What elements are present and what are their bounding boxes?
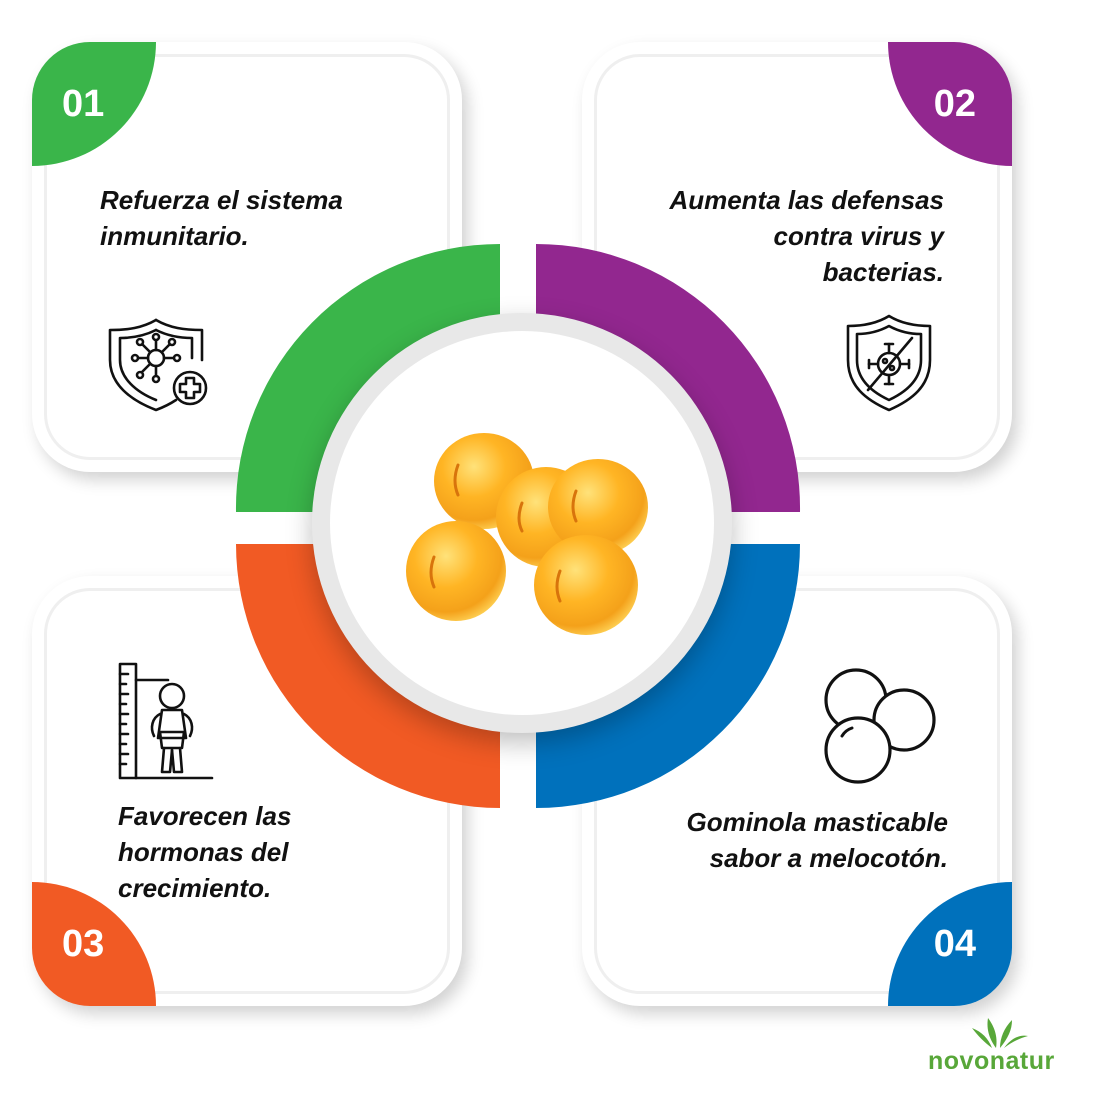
number-04: 04 bbox=[933, 922, 976, 965]
number-02: 02 bbox=[933, 82, 976, 125]
ring-segment-orange bbox=[236, 544, 500, 808]
brand-name: novonatur bbox=[928, 1047, 1055, 1075]
ring-segment-blue bbox=[536, 544, 800, 808]
gummies-icon bbox=[824, 668, 936, 784]
virus-shield-icon bbox=[846, 314, 932, 412]
card-03: 03 Favorecen las hormonas del crecimient… bbox=[32, 576, 462, 1006]
brand-logo: novonatur bbox=[928, 1016, 1078, 1076]
number-03: 03 bbox=[62, 922, 105, 965]
ring-segment-green bbox=[235, 243, 501, 512]
number-badge-02: 02 bbox=[888, 42, 1012, 166]
card-02-text: Aumenta las defensas contra virus y bact… bbox=[669, 185, 944, 287]
card-01: 01 Refuerza el sistema inmunitario. bbox=[32, 42, 462, 472]
card-03-text: Favorecen las hormonas del crecimiento. bbox=[118, 801, 292, 903]
baby-height-icon bbox=[118, 662, 214, 780]
leaf-icon bbox=[972, 1018, 1028, 1048]
card-01-text: Refuerza el sistema inmunitario. bbox=[100, 185, 343, 251]
center-circle bbox=[312, 313, 732, 733]
card-04-text: Gominola masticable sabor a melocotón. bbox=[686, 807, 948, 873]
peach-gummies-image bbox=[406, 433, 648, 635]
number-01: 01 bbox=[62, 82, 105, 125]
immune-shield-icon bbox=[108, 318, 208, 412]
